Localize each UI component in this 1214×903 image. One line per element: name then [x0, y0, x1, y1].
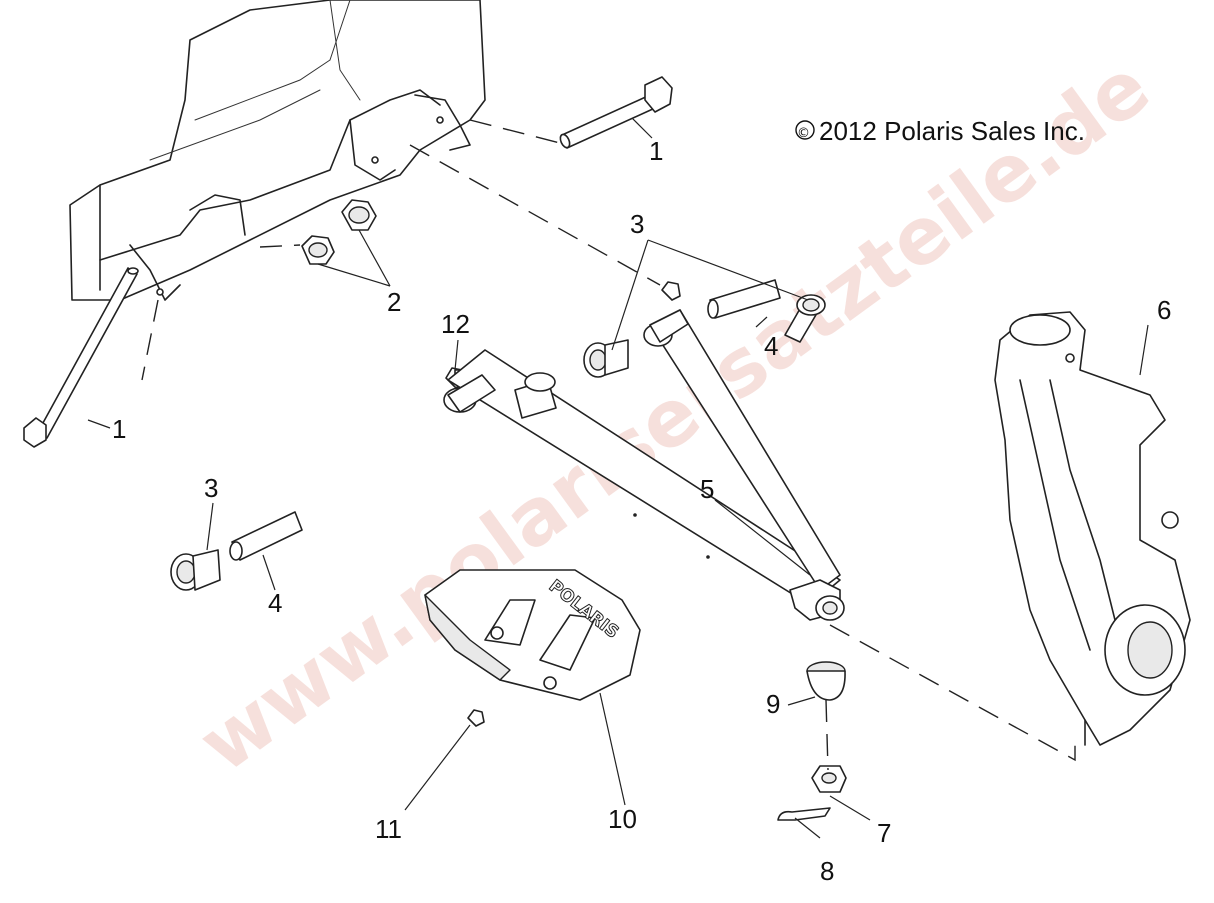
copyright-symbol: ©: [797, 126, 810, 141]
callout-6: 6: [1157, 295, 1171, 325]
callout-10: 10: [608, 804, 637, 834]
callout-4-left: 4: [268, 588, 282, 618]
callout-2: 2: [387, 287, 401, 317]
callout-11: 11: [375, 814, 402, 844]
assembly-lines: [141, 119, 1076, 771]
sleeve-left: [229, 511, 303, 561]
a-arm: [443, 309, 845, 621]
castle-nut: [811, 765, 847, 793]
callouts: 1 1 2 3 3 4 4 5 6 7 8 9 10 11 12: [112, 136, 1171, 886]
bushing-left: [170, 549, 221, 591]
bushing-upper-right: [784, 294, 826, 343]
callout-3-top: 3: [630, 209, 644, 239]
bushing-middle: [514, 372, 557, 419]
bolt-top: [559, 76, 673, 149]
bolt-left: [23, 267, 139, 448]
ball-joint-boot: [806, 661, 846, 701]
copyright: © 2012 Polaris Sales Inc.: [795, 116, 1085, 146]
callout-1-top: 1: [649, 136, 663, 166]
callout-4-right: 4: [764, 331, 778, 361]
copyright-text: 2012 Polaris Sales Inc.: [819, 116, 1085, 146]
callout-8: 8: [820, 856, 834, 886]
skid-plate: POLARIS: [424, 569, 641, 701]
callout-9: 9: [766, 689, 780, 719]
grease-fitting-upper: [661, 281, 681, 301]
nuts-2: [301, 199, 377, 265]
skid-bolt: [467, 709, 485, 727]
leader-lines: [87, 117, 1149, 839]
callout-7: 7: [877, 818, 891, 848]
cotter-pin: [777, 807, 831, 821]
bushing-upper-left: [583, 339, 629, 378]
steering-knuckle: [994, 311, 1191, 746]
callout-5: 5: [700, 474, 714, 504]
callout-3-left: 3: [204, 473, 218, 503]
frame-mount: [69, 0, 486, 301]
sleeve-upper: [707, 279, 781, 319]
callout-1-left: 1: [112, 414, 126, 444]
callout-12: 12: [441, 309, 470, 339]
